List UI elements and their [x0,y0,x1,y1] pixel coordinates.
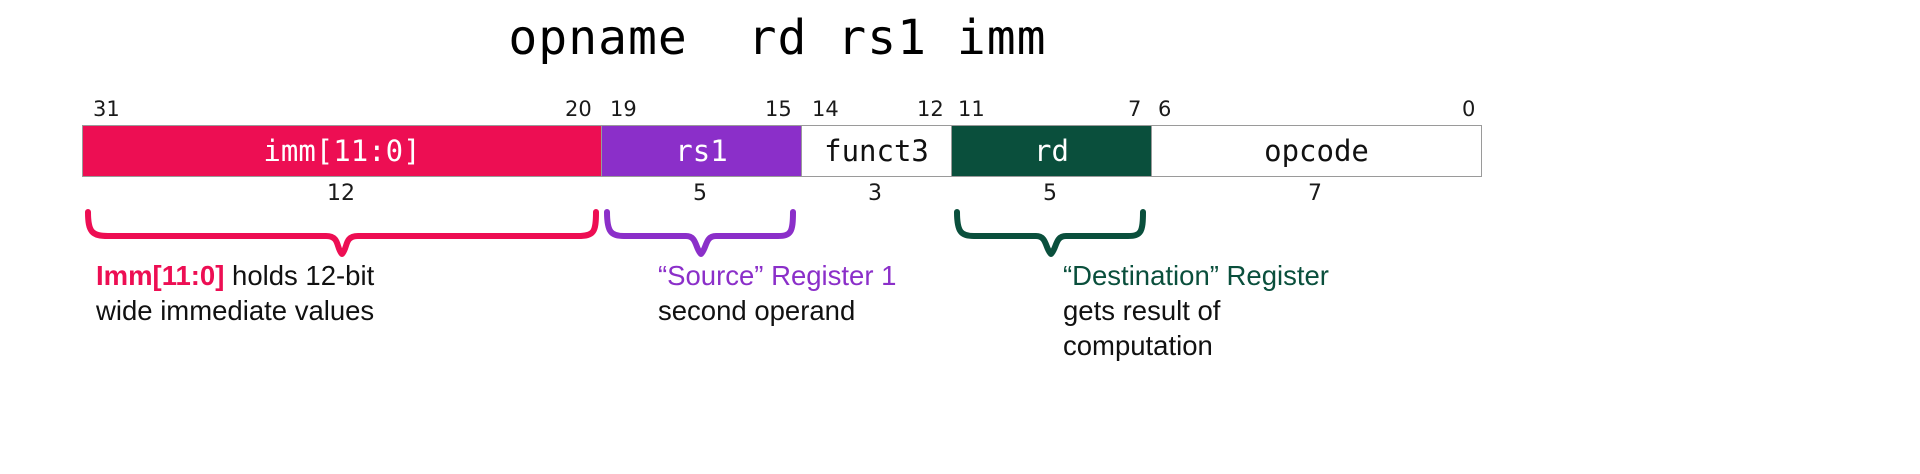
instruction-field-bar: imm[11:0] rs1 funct3 rd opcode [82,125,1482,177]
field-funct3: funct3 [801,126,951,176]
page-title: opname rd rs1 imm [508,10,1047,66]
field-width-imm: 12 [327,181,355,206]
field-rd: rd [951,126,1151,176]
annotation-rs1-line-1: “Source” Register 1 [658,260,897,291]
bit-label-14: 14 [812,97,839,121]
field-width-rs1: 5 [693,181,707,206]
annotation-rs1: “Source” Register 1 second operand [658,258,1058,328]
field-width-row: 12 5 3 5 7 [82,180,1482,210]
annotation-imm-line-1: Imm[11:0] holds 12-bit [96,258,616,293]
annotation-imm-rest: holds 12-bit [224,260,375,291]
brace-rd [954,209,1146,257]
annotation-imm: Imm[11:0] holds 12-bit wide immediate va… [96,258,616,328]
bit-label-7: 7 [1128,97,1142,121]
annotation-imm-line-2: wide immediate values [96,295,375,326]
field-rs1: rs1 [601,126,801,176]
bit-index-ruler: 31 20 19 15 14 12 11 7 6 0 [0,97,1920,123]
field-imm: imm[11:0] [83,126,601,176]
field-width-rd: 5 [1043,181,1057,206]
field-opcode: opcode [1151,126,1481,176]
bit-label-6: 6 [1158,97,1172,121]
annotation-rd-line-3: computation [1063,330,1213,361]
field-width-opcode: 7 [1308,181,1322,206]
bit-label-19: 19 [610,97,637,121]
brace-rs1 [604,209,796,257]
bit-label-12: 12 [917,97,944,121]
annotation-rd-line-1: “Destination” Register [1063,260,1329,291]
annotation-rd: “Destination” Register gets result of co… [1063,258,1513,363]
bit-label-31: 31 [93,97,120,121]
bit-label-15: 15 [765,97,792,121]
annotation-rs1-line-2: second operand [658,295,856,326]
annotation-rd-line-2: gets result of [1063,295,1221,326]
brace-imm [85,209,599,257]
bit-label-20: 20 [565,97,592,121]
field-width-funct3: 3 [868,181,882,206]
bit-label-0: 0 [1462,97,1476,121]
annotation-imm-lead: Imm[11:0] [96,260,225,291]
bit-label-11: 11 [958,97,985,121]
